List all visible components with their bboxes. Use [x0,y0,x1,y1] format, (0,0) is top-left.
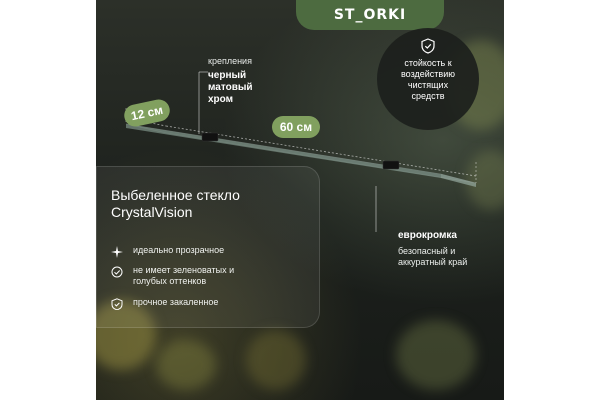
bokeh-light [156,340,216,390]
bokeh-light [396,320,476,390]
panel-title-line1: Выбеленное стекло [111,187,240,203]
length-tag: 60 см [272,116,320,138]
shield-check-icon [421,38,435,54]
glass-info-panel: Выбеленное стекло CrystalVision идеально… [96,166,320,328]
feature-text: идеально прозрачное [133,245,225,255]
glass-shelf-illustration [125,71,477,232]
edge-description: безопасный и аккуратный край [398,246,468,267]
edge-title: еврокромка [398,230,457,241]
mounts-caption: крепления [208,56,252,66]
shield-check-icon [111,298,123,310]
cleaning-resistance-badge: стойкость к воздействию чистящих средств [377,28,479,130]
bokeh-light [466,150,504,210]
depth-value: 12 см [129,102,165,124]
brand-logo-text: ST_ORKI [333,7,407,23]
check-circle-icon [111,266,123,278]
shelf-side-edge [441,174,476,187]
bokeh-light [96,300,156,370]
shelf-mount-right [382,160,400,170]
mounts-finish: черный матовый хром [208,70,253,105]
brand-logo: ST_ORKI [296,0,444,30]
feature-text: прочное закаленное [133,297,219,307]
feature-item: не имеет зеленоватых и голубых оттенков [111,265,253,287]
sparkle-icon [111,246,123,258]
panel-title-line2: CrystalVision [111,204,193,220]
feature-text: не имеет зеленоватых и голубых оттенков [133,265,235,286]
feature-item: идеально прозрачное [111,245,224,258]
shelf-mount-left [201,132,219,142]
feature-item: прочное закаленное [111,297,218,310]
badge-text: стойкость к воздействию чистящих средств [401,58,455,101]
product-card: ST_ORKI 12 см 60 см крепления черный мат… [96,0,504,400]
panel-title: Выбеленное стекло CrystalVision [111,187,240,221]
length-value: 60 см [279,120,313,134]
bokeh-light [246,330,306,390]
